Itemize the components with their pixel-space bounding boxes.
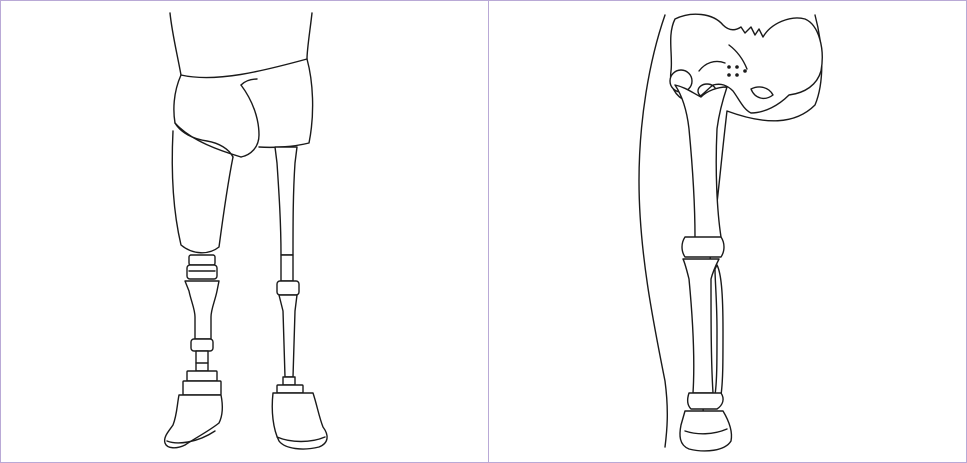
shin-bones bbox=[683, 259, 723, 409]
left-prosthesis bbox=[183, 255, 221, 395]
femur bbox=[670, 70, 727, 257]
prosthetic-legs-panel bbox=[1, 1, 489, 462]
right-foot bbox=[272, 393, 327, 449]
right-prosthesis bbox=[275, 147, 303, 393]
leg-skeleton-illustration bbox=[489, 1, 966, 462]
left-foot bbox=[165, 395, 223, 448]
leg-skeleton-panel bbox=[489, 1, 966, 462]
torso bbox=[170, 13, 312, 78]
foot bbox=[680, 411, 732, 451]
prosthetic-legs-illustration bbox=[1, 1, 488, 462]
